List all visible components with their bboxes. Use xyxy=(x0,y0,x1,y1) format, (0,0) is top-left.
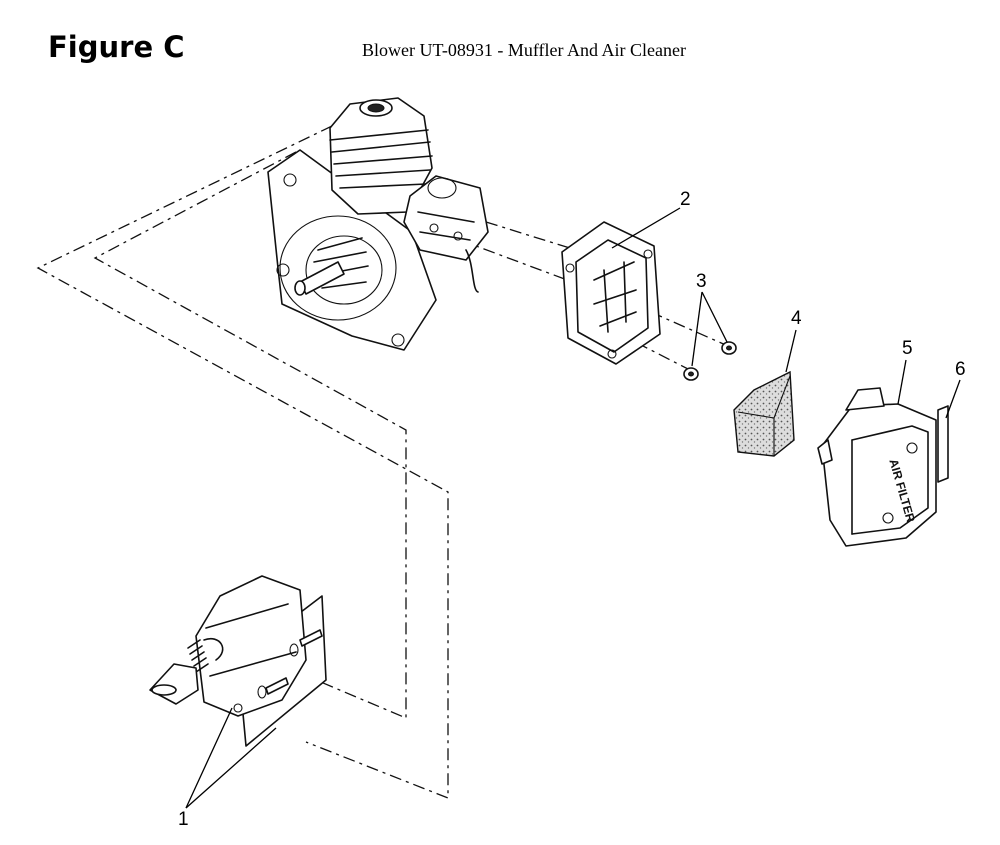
page-title: Blower UT-08931 - Muffler And Air Cleane… xyxy=(362,40,686,60)
part-2-air-cleaner-base xyxy=(561,221,661,365)
callout-4: 4 xyxy=(791,308,802,329)
callout-5: 5 xyxy=(902,338,913,359)
leader-lines xyxy=(185,207,961,809)
callout-6: 6 xyxy=(955,359,966,380)
callout-1: 1 xyxy=(178,809,189,830)
engine-assembly xyxy=(267,97,489,351)
part-1-muffler xyxy=(149,575,327,747)
callout-2: 2 xyxy=(680,189,691,210)
part-3-nuts xyxy=(683,341,737,381)
callout-3: 3 xyxy=(696,271,707,292)
part-5-air-filter-cover: AIR FILTER xyxy=(817,387,937,547)
part-4-filter-element xyxy=(733,370,795,457)
part-6-decal xyxy=(937,405,949,483)
figure-label: Figure C xyxy=(48,30,185,64)
